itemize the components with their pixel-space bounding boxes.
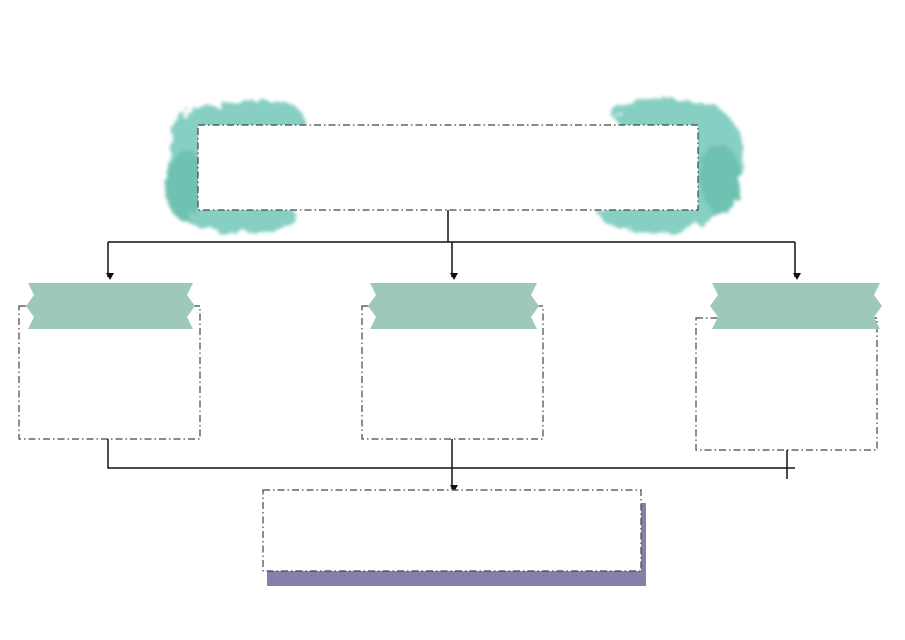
- middle-node-banner: [368, 283, 539, 329]
- right-node-banner: [710, 283, 882, 329]
- bottom-node-box: [262, 489, 642, 572]
- top-node-box: [197, 124, 699, 211]
- top-connectors: [106, 210, 801, 280]
- right-node-box: [695, 317, 878, 451]
- left-node-banner: [26, 283, 195, 329]
- bottom-connectors: [107, 439, 795, 492]
